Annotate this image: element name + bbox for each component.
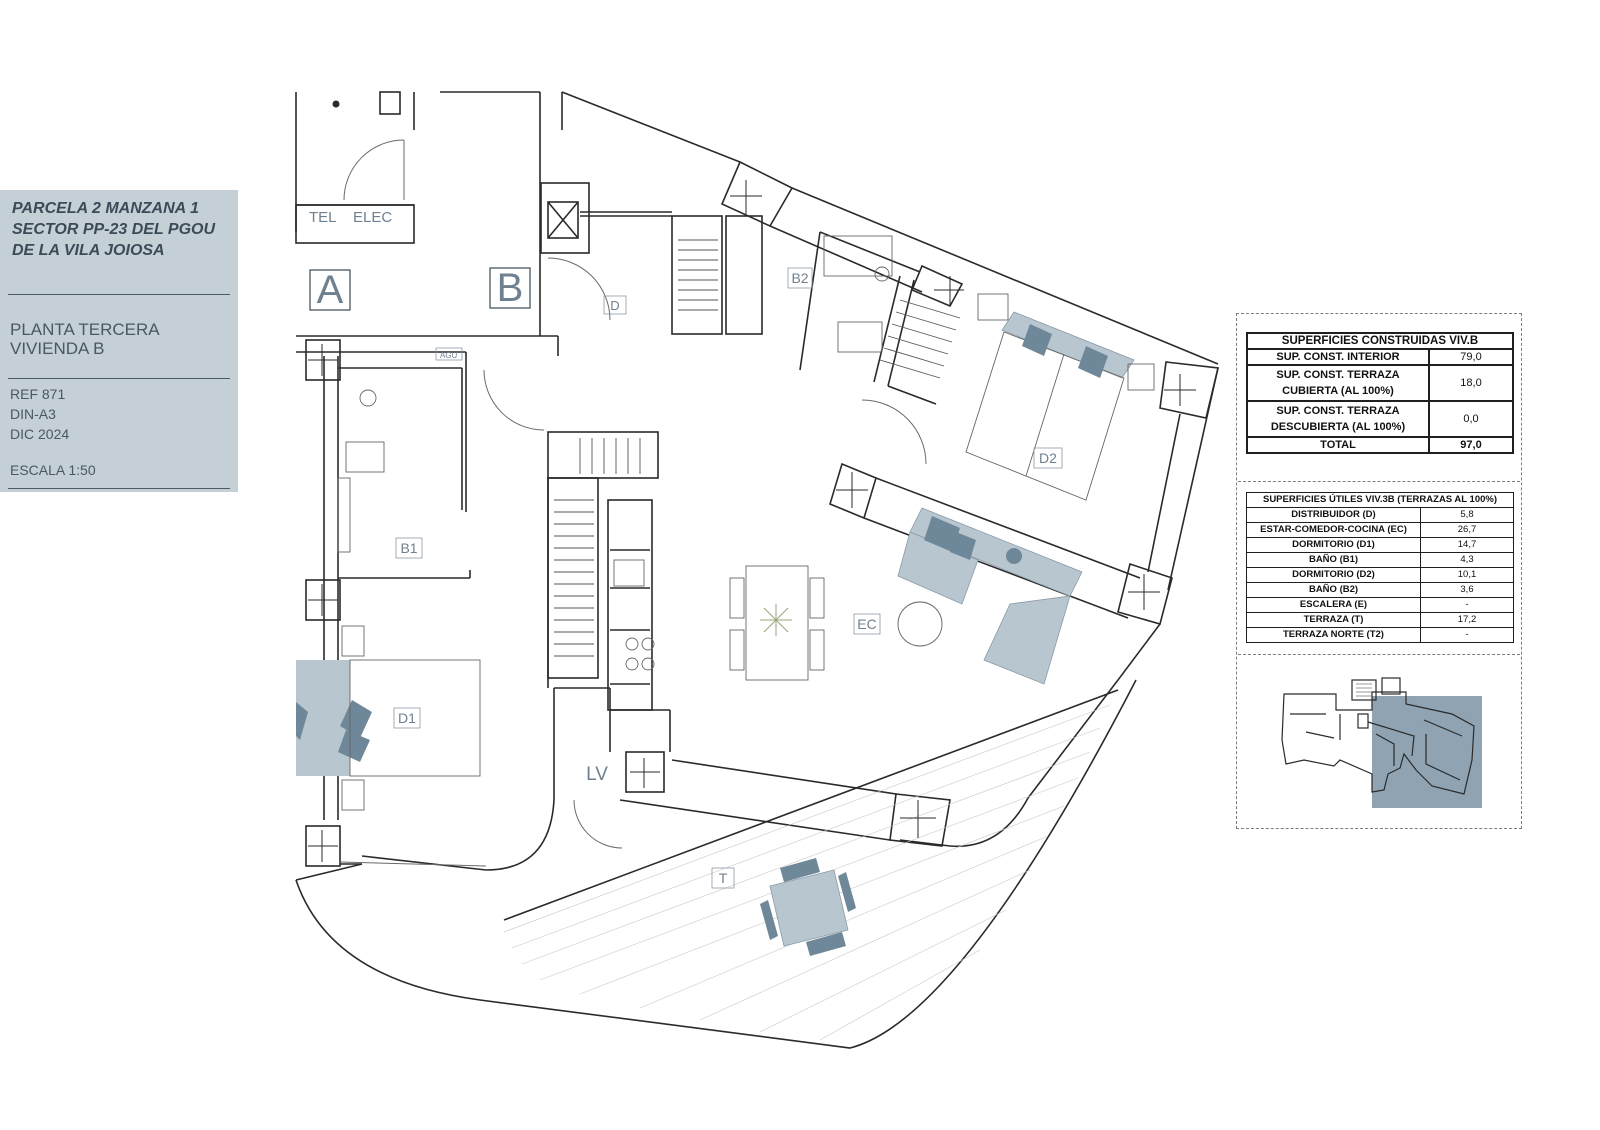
floor-plan: A B TEL ELEC AGU D B2 D2 B1 EC D1 LV T [295,91,1219,1049]
room-label-d: D [610,298,619,313]
ref-label: REF 871 [10,386,66,402]
project-line-3: DE LA VILA JOIOSA [12,242,165,259]
table-row: DORMITORIO (D1)14,7 [1246,537,1514,553]
room-label-b1: B1 [400,540,417,556]
useful-areas-title: SUPERFICIES ÚTILES VIV.3B (TERRAZAS AL 1… [1246,492,1514,508]
floor-label: PLANTA TERCERA [10,320,160,339]
useful-areas-table: SUPERFICIES ÚTILES VIV.3B (TERRAZAS AL 1… [1246,492,1514,643]
project-title: PARCELA 2 MANZANA 1 SECTOR PP-23 DEL PGO… [12,198,215,261]
table-row: ESTAR-COMEDOR-COCINA (EC)26,7 [1246,522,1514,538]
divider [8,488,230,489]
title-block: PARCELA 2 MANZANA 1 SECTOR PP-23 DEL PGO… [0,190,238,492]
room-label-lv: LV [586,764,608,785]
room-label-t: T [719,870,728,886]
date-label: DIC 2024 [10,426,70,442]
table-row: BAÑO (B2)3,6 [1246,582,1514,598]
elec-label: ELEC [353,209,392,226]
key-plan-highlight [1372,696,1482,808]
room-label-d1: D1 [398,710,416,726]
tel-label: TEL [309,209,337,226]
table-row: BAÑO (B1)4,3 [1246,552,1514,568]
room-label-b2: B2 [791,270,808,286]
table-row: TERRAZA (T)17,2 [1246,612,1514,628]
project-line-1: PARCELA 2 MANZANA 1 [12,200,199,217]
divider [8,378,230,379]
table-row: DORMITORIO (D2)10,1 [1246,567,1514,583]
key-plan [1281,677,1482,808]
table-row: SUP. CONST. TERRAZA CUBIERTA (AL 100%)18… [1246,364,1514,402]
divider [8,294,230,295]
built-areas-title: SUPERFICIES CONSTRUIDAS VIV.B [1246,332,1514,350]
project-line-2: SECTOR PP-23 DEL PGOU [12,221,216,238]
agu-label: AGU [440,351,458,360]
unit-label: VIVIENDA B [10,339,105,358]
core-label-a: A [317,268,344,312]
panel-divider [1238,481,1520,482]
table-row: TERRAZA NORTE (T2)- [1246,627,1514,643]
scale-label: ESCALA 1:50 [10,462,96,478]
table-row: ESCALERA (E)- [1246,597,1514,613]
areas-panel-frame [1236,313,1522,829]
format-label: DIN-A3 [10,406,56,422]
table-row: SUP. CONST. TERRAZA DESCUBIERTA (AL 100%… [1246,400,1514,438]
core-label-b: B [497,266,524,310]
room-label-ec: EC [857,616,876,632]
panel-divider [1238,654,1520,655]
table-row: DISTRIBUIDOR (D)5,8 [1246,507,1514,523]
room-label-d2: D2 [1039,450,1057,466]
built-areas-table: SUPERFICIES CONSTRUIDAS VIV.B SUP. CONST… [1246,332,1514,454]
